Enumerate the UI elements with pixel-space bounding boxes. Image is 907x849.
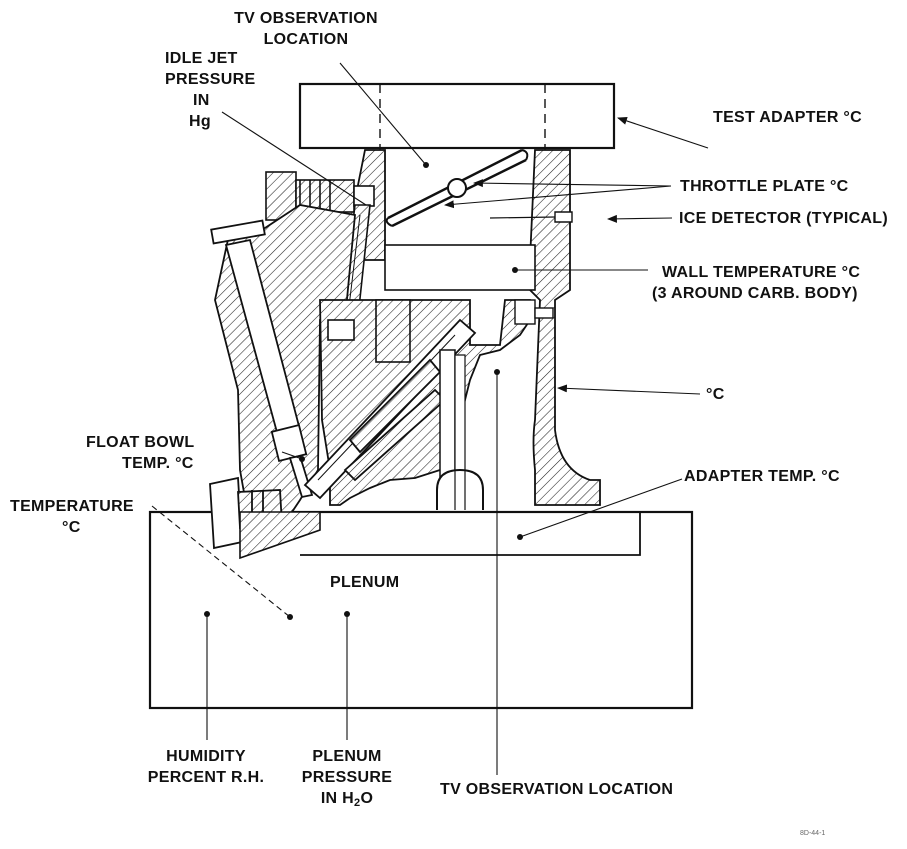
adapter-temp-label: ADAPTER TEMP. °C: [684, 468, 840, 485]
temperature-label: TEMPERATURE °C: [10, 496, 134, 538]
figure-id: 8D-44-1: [800, 830, 826, 837]
throttle-plate-label: THROTTLE PLATE °C: [680, 178, 849, 195]
label-line: IN: [193, 92, 210, 109]
test-adapter-label: TEST ADAPTER °C: [713, 109, 862, 126]
label-line: TEMP. °C: [122, 455, 194, 472]
ice-detector-label: ICE DETECTOR (TYPICAL): [679, 210, 888, 227]
label-line: Hg: [189, 113, 211, 130]
label-line: TV OBSERVATION: [234, 10, 378, 27]
plenum-pressure-unit: IN H2O: [292, 788, 402, 814]
idle-jet-pressure-label: IDLE JET PRESSURE IN Hg: [165, 48, 255, 132]
plenum-pressure-label: PLENUM PRESSURE IN H2O: [292, 746, 402, 814]
body-temperature-label: °C: [706, 386, 725, 403]
carb-right-wall: [529, 149, 601, 506]
tv-observation-location-top-label: TV OBSERVATION LOCATION: [206, 8, 406, 50]
leader-lines: [151, 62, 709, 775]
label-line: HUMIDITY: [166, 748, 246, 765]
label-line: PRESSURE: [165, 71, 256, 88]
unit-suffix: O: [360, 790, 374, 807]
adapter-plate: [150, 511, 641, 556]
plenum-label: PLENUM: [330, 574, 400, 591]
ice-detector-probe: [554, 211, 573, 223]
throttle-plate: [385, 148, 529, 228]
float-needle: [210, 219, 314, 499]
float-bowl-temp-label: FLOAT BOWL TEMP. °C: [86, 432, 194, 474]
label-line: PLENUM: [312, 748, 382, 765]
unit-subscript: 2: [354, 797, 361, 809]
label-line: (3 AROUND CARB. BODY): [652, 285, 858, 302]
test-adapter-box: [298, 82, 616, 150]
label-line: PERCENT R.H.: [147, 769, 265, 786]
tv-observation-location-bottom-label: TV OBSERVATION LOCATION: [440, 781, 674, 798]
label-line: FLOAT BOWL: [86, 434, 195, 451]
label-line: LOCATION: [263, 31, 349, 48]
label-line: PRESSURE: [301, 769, 393, 786]
unit-prefix: IN H: [320, 790, 355, 807]
wall-temperature-label: WALL TEMPERATURE °C (3 AROUND CARB. BODY…: [652, 262, 860, 304]
label-line: TEMPERATURE: [10, 498, 134, 515]
label-line: IDLE JET: [165, 50, 238, 67]
label-line: °C: [62, 519, 81, 536]
pump-diagonal: [303, 318, 477, 500]
humidity-label: HUMIDITY PERCENT R.H.: [136, 746, 276, 788]
label-line: WALL TEMPERATURE °C: [662, 264, 861, 281]
